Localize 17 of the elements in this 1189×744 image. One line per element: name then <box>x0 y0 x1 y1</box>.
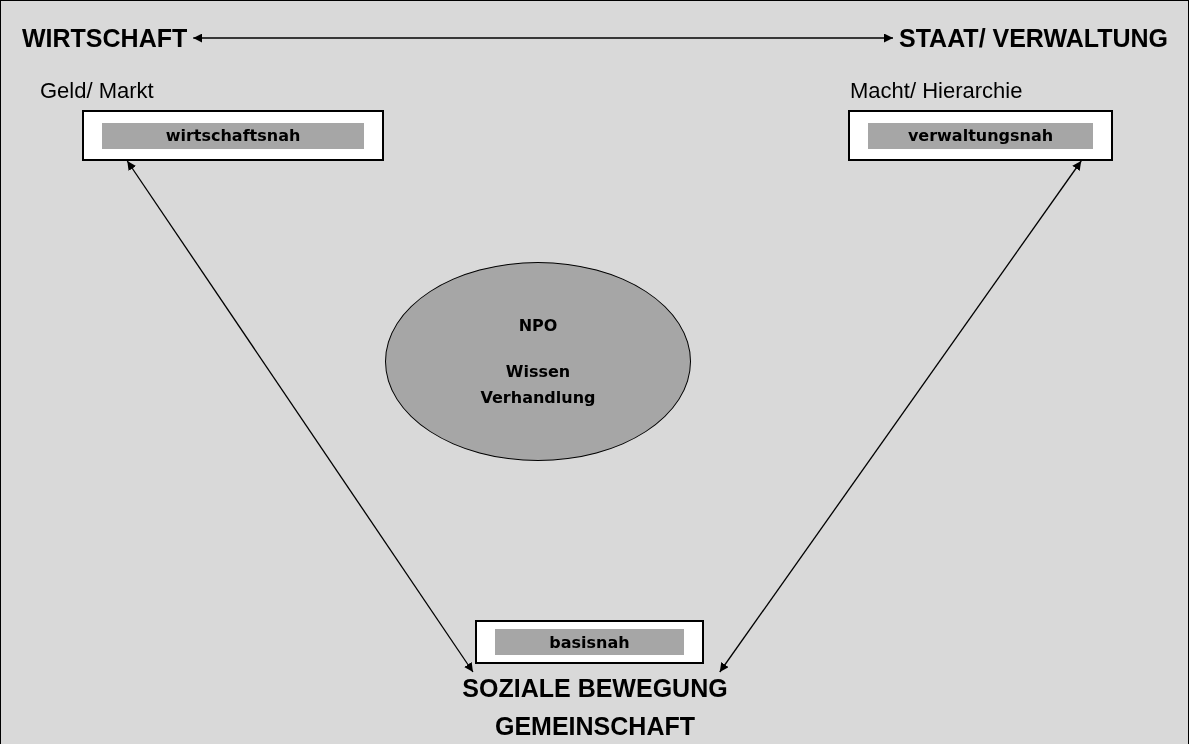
double-arrow <box>126 160 474 673</box>
label-bar: basisnah <box>495 629 684 655</box>
ellipse-text: Wissen Verhandlung <box>479 360 597 409</box>
label-box <box>848 110 1113 161</box>
label-box <box>475 620 704 664</box>
label-text: Macht/ Hierarchie <box>850 78 1023 104</box>
heading-text: STAAT/ VERWALTUNG <box>899 23 1168 53</box>
label-box <box>82 110 384 161</box>
heading-text: SOZIALE BEWEGUNG <box>462 673 728 703</box>
label-bar: verwaltungsnah <box>868 122 1093 149</box>
heading-text: WIRTSCHAFT <box>22 23 188 53</box>
double-arrow <box>192 33 894 43</box>
label-text: GEMEINSCHAFT <box>494 712 696 741</box>
ellipse-text: NPO <box>517 314 559 337</box>
label-bar: wirtschaftsnah <box>102 122 364 149</box>
label-text: Geld/ Markt <box>40 78 154 104</box>
double-arrow <box>719 160 1082 673</box>
